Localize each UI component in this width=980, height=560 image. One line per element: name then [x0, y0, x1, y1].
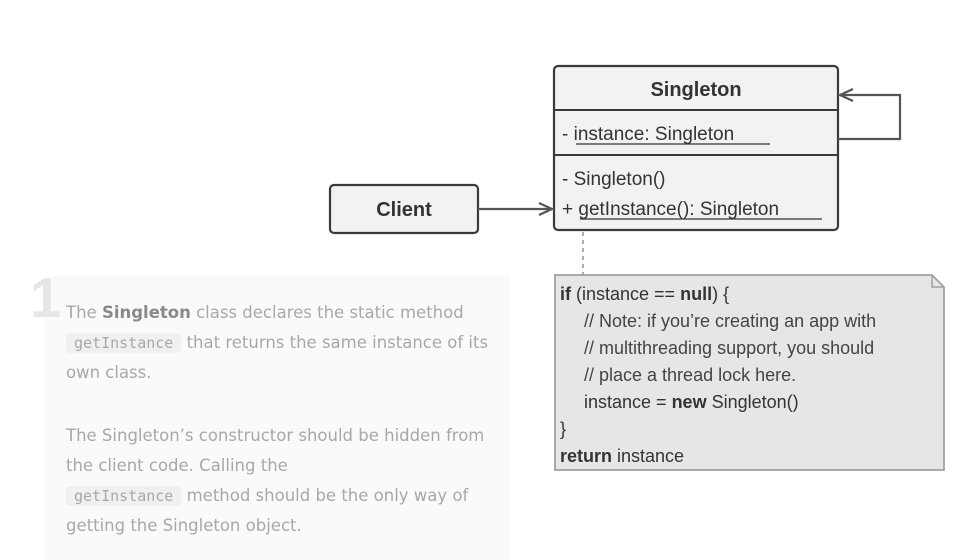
note-line-4: // place a thread lock here. [584, 365, 796, 385]
note-line-3: // multithreading support, you should [584, 338, 874, 358]
p2-text-b: method should be the only way of getting… [66, 486, 469, 535]
p1-text-b: class declares the static method [190, 303, 464, 322]
annotation-paragraph-1: The Singleton class declares the static … [66, 298, 496, 388]
code-note: if (instance == null) { // Note: if you’… [554, 274, 945, 471]
step-number: 1 [30, 266, 62, 329]
singleton-class-box: Singleton - instance: Singleton - Single… [552, 64, 840, 232]
client-class-name: Client [376, 199, 432, 221]
note-line-2: // Note: if you’re creating an app with [584, 311, 876, 331]
note-line-5: instance = new Singleton() [584, 392, 799, 412]
p1-text-a: The [66, 303, 102, 322]
p1-bold-singleton: Singleton [101, 303, 191, 322]
note-line-1: if (instance == null) { [560, 284, 729, 304]
p2-code-getinstance: getInstance [66, 486, 182, 506]
p1-code-getinstance: getInstance [66, 333, 182, 353]
singleton-class-name: Singleton [650, 79, 741, 101]
singleton-field-instance: - instance: Singleton [562, 124, 734, 145]
singleton-method-getinstance: + getInstance(): Singleton [562, 199, 779, 220]
singleton-method-constructor: - Singleton() [562, 169, 666, 190]
note-line-7: return instance [560, 446, 684, 466]
self-association-arrow [838, 95, 902, 141]
p2-text-a: The Singleton’s constructor should be hi… [66, 426, 485, 475]
note-line-6: } [560, 419, 566, 439]
annotation-panel [44, 276, 510, 560]
client-class-box: Client [328, 183, 480, 235]
p1-text-c: that returns the same instance of its ow… [66, 333, 489, 382]
annotation-paragraph-2: The Singleton’s constructor should be hi… [66, 421, 496, 541]
